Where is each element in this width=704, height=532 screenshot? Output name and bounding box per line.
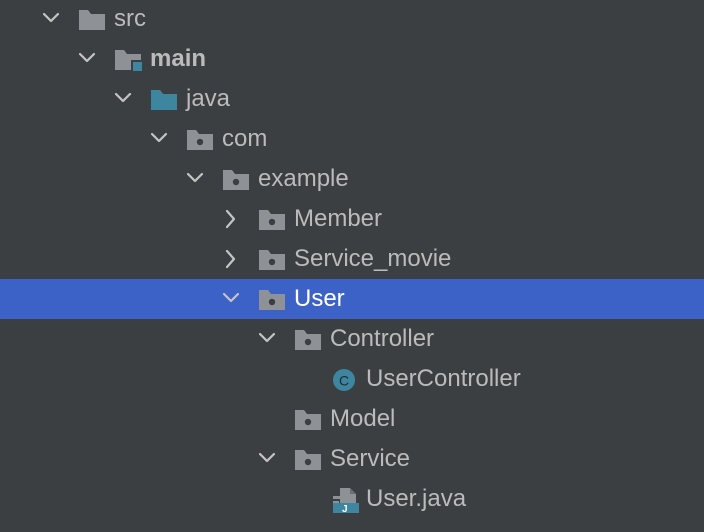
tree-node-usercontroller[interactable]: C UserController: [0, 359, 704, 399]
package-icon: [294, 319, 324, 359]
package-icon: [222, 159, 252, 199]
tree-node-label: com: [222, 125, 268, 152]
tree-node-java[interactable]: java: [0, 79, 704, 119]
chevron-down-icon[interactable]: [184, 159, 208, 199]
java-file-icon: J: [330, 479, 360, 519]
svg-text:J: J: [342, 504, 348, 515]
package-icon: [258, 199, 288, 239]
tree-node-label: Model: [330, 405, 396, 432]
tree-node-main[interactable]: main: [0, 39, 704, 79]
chevron-down-icon[interactable]: [112, 79, 136, 119]
tree-node-label: main: [150, 45, 207, 72]
tree-node-label: User.java: [366, 485, 467, 512]
tree-node-label: Service: [330, 445, 411, 472]
tree-node-com[interactable]: com: [0, 119, 704, 159]
chevron-down-icon[interactable]: [256, 319, 280, 359]
tree-node-label: Controller: [330, 325, 435, 352]
chevron-right-icon[interactable]: [220, 199, 244, 239]
package-icon: [294, 399, 324, 439]
package-icon: [186, 119, 216, 159]
package-icon: [258, 279, 288, 319]
chevron-down-icon[interactable]: [148, 119, 172, 159]
java-class-icon: C: [330, 359, 360, 399]
tree-node-controller[interactable]: Controller: [0, 319, 704, 359]
tree-node-label: UserController: [366, 365, 521, 392]
tree-node-label: java: [186, 85, 231, 112]
package-icon: [258, 239, 288, 279]
tree-node-label: Member: [294, 205, 383, 232]
chevron-right-icon[interactable]: [220, 239, 244, 279]
tree-node-user-java[interactable]: J User.java: [0, 479, 704, 519]
folder-icon: [78, 0, 108, 39]
chevron-down-icon[interactable]: [220, 279, 244, 319]
module-folder-icon: [114, 39, 144, 79]
tree-node-member[interactable]: Member: [0, 199, 704, 239]
chevron-down-icon[interactable]: [76, 39, 100, 79]
chevron-down-icon[interactable]: [40, 0, 64, 39]
tree-node-label: User: [294, 285, 345, 312]
tree-node-example[interactable]: example: [0, 159, 704, 199]
tree-node-label: src: [114, 5, 146, 32]
source-root-folder-icon: [150, 79, 180, 119]
tree-node-user[interactable]: User: [0, 279, 704, 319]
tree-node-service[interactable]: Service: [0, 439, 704, 479]
tree-node-model[interactable]: Model: [0, 399, 704, 439]
package-icon: [294, 439, 324, 479]
tree-node-label: Service_movie: [294, 245, 452, 272]
tree-node-src[interactable]: src: [0, 0, 704, 39]
tree-node-label: example: [258, 165, 349, 192]
tree-node-service-movie[interactable]: Service_movie: [0, 239, 704, 279]
svg-text:C: C: [339, 373, 349, 389]
chevron-down-icon[interactable]: [256, 439, 280, 479]
